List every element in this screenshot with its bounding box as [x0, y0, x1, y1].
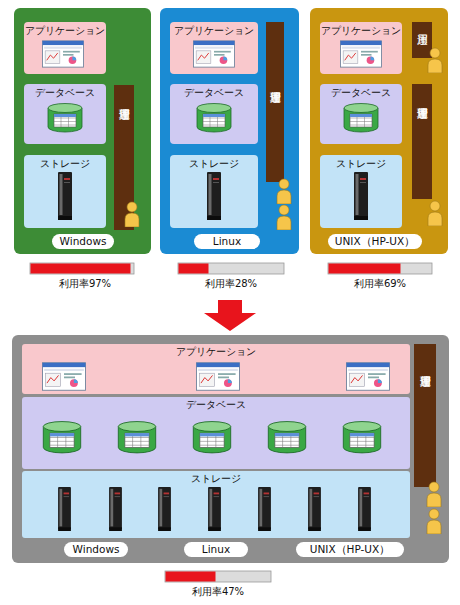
layer-box: ストレージ [320, 155, 402, 228]
operator-person [427, 482, 441, 507]
layer-box: データベース [170, 84, 258, 144]
os-label: Windows [52, 234, 114, 249]
platform-group: Windows アプリケーションデータベースストレージ運用管理 [14, 8, 151, 254]
utilization-label: 利用率97% [30, 278, 140, 290]
utilization-label: 利用率47% [163, 586, 273, 598]
server-tower [308, 487, 321, 531]
layer-box: データベース [24, 84, 106, 144]
application-icon [347, 363, 390, 391]
layer-label: アプリケーション [24, 25, 106, 37]
os-label: Linux [194, 234, 260, 249]
usage-bar-track [178, 263, 284, 274]
transition-arrow [204, 300, 256, 331]
usage-bar-fill [166, 572, 216, 582]
operator-icons [125, 48, 442, 534]
operator-person [428, 201, 442, 226]
usage-bar-track [328, 263, 432, 274]
utilization-label: 利用率28% [176, 278, 286, 290]
layer-band: データベース [22, 397, 410, 469]
operator-person [428, 48, 442, 73]
os-label: Windows [64, 542, 128, 557]
server-tower [58, 172, 72, 220]
operations-bar: 運用管理 [266, 22, 284, 182]
layer-label: データベース [320, 87, 402, 99]
database-cylinder [197, 104, 231, 133]
layer-label: データベース [24, 87, 106, 99]
database-cylinder [344, 104, 378, 133]
operations-bar: 運用管理 [414, 344, 436, 487]
server-tower [208, 487, 221, 531]
utilization-label: 利用率69% [325, 278, 435, 290]
layer-label: ストレージ [320, 158, 402, 170]
layer-box: アプリケーション [24, 22, 106, 74]
usage-bar-fill [31, 264, 131, 274]
operator-person [277, 205, 291, 230]
application-icon [43, 363, 86, 391]
platform-group: Linux アプリケーションデータベースストレージ運用管理 [160, 8, 299, 254]
platform-group: UNIX（HP-UX） アプリケーションデータベースストレージ 運用運用管理 [310, 8, 448, 254]
operator-person [277, 179, 291, 204]
usage-bar-fill [179, 264, 209, 274]
layer-band: ストレージ [22, 471, 410, 538]
application-icon [341, 41, 382, 67]
application-icons [43, 41, 390, 390]
usage-bar-track [165, 571, 271, 582]
layer-box: アプリケーション [320, 22, 402, 74]
database-cylinder [118, 422, 155, 453]
application-icon [197, 363, 240, 391]
database-cylinder [43, 422, 80, 453]
layer-label: ストレージ [170, 158, 258, 170]
layer-label: アプリケーション [320, 25, 402, 37]
layer-label: アプリケーション [170, 25, 258, 37]
os-label: Linux [184, 542, 248, 557]
operations-bar: 運用 [412, 22, 432, 58]
usage-bar-fill [329, 264, 401, 274]
layer-label: ストレージ [24, 158, 106, 170]
database-cylinder [343, 422, 380, 453]
operations-bar: 運用管理 [412, 84, 432, 199]
database-icons [43, 104, 380, 453]
server-tower [58, 487, 71, 531]
layer-label: アプリケーション [22, 346, 410, 358]
utilization-bars [30, 263, 432, 582]
layer-label: ストレージ [22, 473, 410, 485]
application-icon [194, 41, 235, 67]
server-tower [354, 172, 368, 220]
server-tower [258, 487, 271, 531]
database-cylinder [48, 104, 82, 133]
layer-box: データベース [320, 84, 402, 144]
layer-box: ストレージ [170, 155, 258, 228]
application-icon [43, 41, 84, 67]
platform-group: Windows Linux UNIX（HP-UX） アプリケーションデータベースストレ… [12, 335, 449, 563]
operations-bar: 運用管理 [114, 85, 134, 230]
layer-label: データベース [170, 87, 258, 99]
database-cylinder [268, 422, 305, 453]
os-label: UNIX（HP-UX） [328, 234, 422, 249]
layer-box: ストレージ [24, 155, 106, 228]
server-tower [158, 487, 171, 531]
os-label: UNIX（HP-UX） [296, 542, 404, 557]
server-tower [207, 172, 221, 220]
layer-label: データベース [22, 399, 410, 411]
layer-band: アプリケーション [22, 344, 410, 394]
server-tower [358, 487, 371, 531]
server-tower [109, 487, 122, 531]
operator-person [427, 509, 441, 534]
layer-box: アプリケーション [170, 22, 258, 74]
database-cylinder [193, 422, 230, 453]
server-icons [58, 172, 371, 531]
usage-bar-track [30, 263, 134, 274]
operator-person [125, 202, 139, 227]
